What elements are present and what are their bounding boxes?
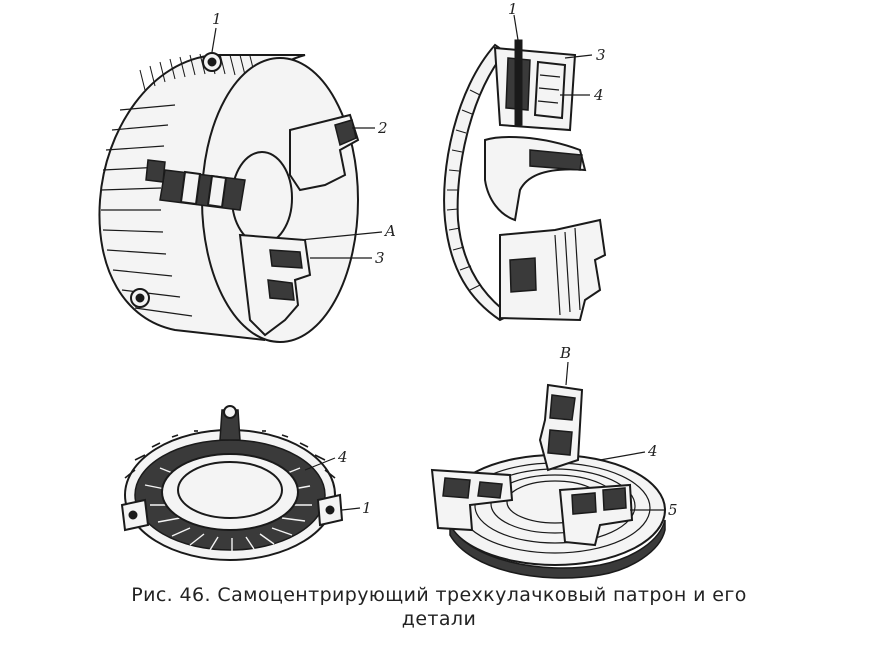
callout-chuck-3: 3 [375, 249, 385, 267]
callout-section-1: 1 [508, 0, 518, 18]
figure-caption-line2: детали [401, 608, 477, 630]
sectioned-chuck-drawing: 1 3 4 [443, 0, 607, 322]
callout-jaws-B: B [559, 344, 571, 362]
callout-section-3: 3 [596, 46, 606, 64]
callout-section-4: 4 [593, 86, 604, 104]
callout-jaws-4: 4 [647, 442, 658, 460]
chuck-figure: 1 2 A 3 [98, 0, 678, 579]
callout-chuck-1: 1 [212, 10, 222, 28]
bevel-ring-drawing: 4 1 [120, 405, 372, 561]
jaws-assembly-drawing: B 4 5 [430, 344, 678, 579]
assembled-chuck-drawing: 1 2 A 3 [98, 10, 396, 343]
figure-caption-line1: Рис. 46. Самоцентрирующий трехкулачковый… [131, 584, 747, 606]
callout-jaws-5: 5 [668, 501, 678, 519]
callout-ring-4: 4 [337, 448, 348, 466]
callout-chuck-2: 2 [377, 119, 388, 137]
callout-ring-1: 1 [362, 499, 372, 517]
callout-chuck-A: A [383, 222, 396, 240]
